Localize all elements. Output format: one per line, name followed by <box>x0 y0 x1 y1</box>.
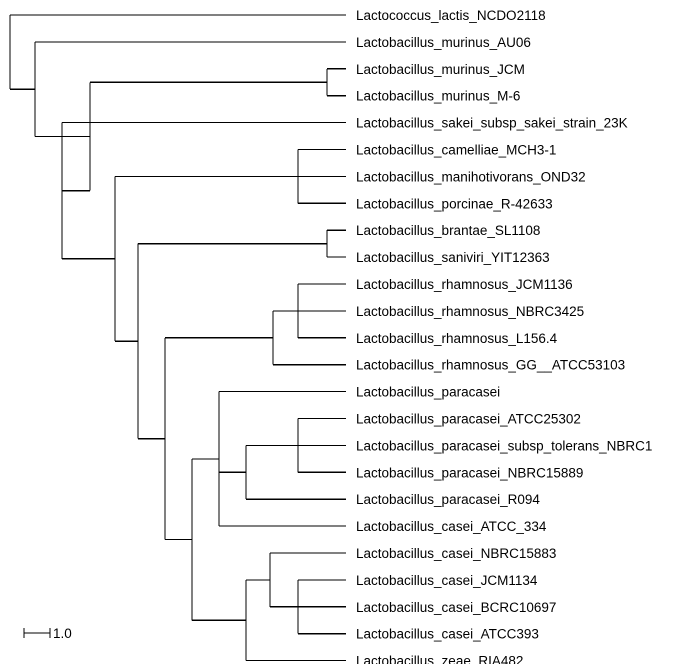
scale-bar: 1.0 <box>23 626 72 641</box>
taxon-label: Lactobacillus_paracasei_subsp_tolerans_N… <box>356 438 652 453</box>
taxon-labels: Lactococcus_lactis_NCDO2118Lactobacillus… <box>356 8 652 664</box>
taxon-label: Lactobacillus_rhamnosus_NBRC3425 <box>356 304 584 319</box>
taxon-label: Lactobacillus_saniviri_YIT12363 <box>356 250 550 265</box>
scale-bar-label: 1.0 <box>53 626 72 641</box>
taxon-label: Lactobacillus_rhamnosus_L156.4 <box>356 331 558 346</box>
taxon-label: Lactobacillus_casei_NBRC15883 <box>356 546 556 561</box>
taxon-label: Lactobacillus_zeae_RIA482 <box>356 654 523 664</box>
taxon-label: Lactobacillus_rhamnosus_JCM1136 <box>356 277 573 292</box>
taxon-label: Lactobacillus_paracasei_NBRC15889 <box>356 465 583 480</box>
taxon-label: Lactobacillus_casei_BCRC10697 <box>356 600 556 615</box>
taxon-label: Lactobacillus_paracasei_R094 <box>356 492 540 507</box>
taxon-label: Lactobacillus_manihotivorans_OND32 <box>356 169 586 184</box>
taxon-label: Lactobacillus_casei_JCM1134 <box>356 573 538 588</box>
taxon-label: Lactobacillus_rhamnosus_GG__ATCC53103 <box>356 358 625 373</box>
taxon-label: Lactobacillus_murinus_M-6 <box>356 89 520 104</box>
taxon-label: Lactobacillus_porcinae_R-42633 <box>356 196 553 211</box>
tree-branches <box>9 14 346 662</box>
taxon-label: Lactobacillus_casei_ATCC_334 <box>356 519 547 534</box>
taxon-label: Lactobacillus_murinus_AU06 <box>356 35 531 50</box>
taxon-label: Lactobacillus_paracasei_ATCC25302 <box>356 412 581 427</box>
taxon-label: Lactobacillus_brantae_SL1108 <box>356 223 540 238</box>
taxon-label: Lactobacillus_camelliae_MCH3-1 <box>356 143 556 158</box>
taxon-label: Lactobacillus_murinus_JCM <box>356 62 525 77</box>
taxon-label: Lactococcus_lactis_NCDO2118 <box>356 8 546 23</box>
taxon-label: Lactobacillus_sakei_subsp_sakei_strain_2… <box>356 116 628 131</box>
taxon-label: Lactobacillus_paracasei <box>356 385 500 400</box>
taxon-label: Lactobacillus_casei_ATCC393 <box>356 627 539 642</box>
